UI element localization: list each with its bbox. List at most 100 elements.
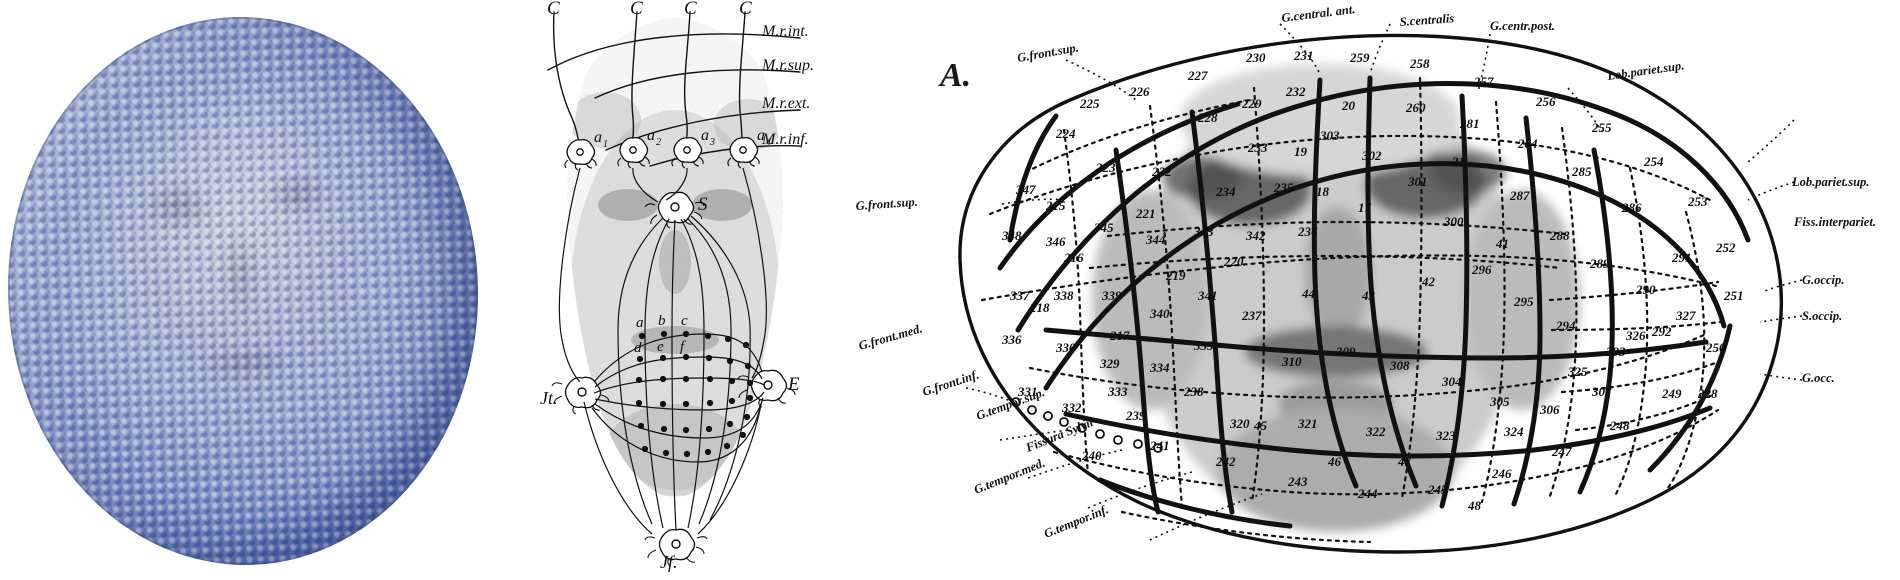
field-number: 218 (1029, 300, 1050, 315)
label-nucleus-a4: a 4 (757, 127, 771, 148)
label-nerve-C-1: C (547, 0, 560, 19)
svg-text:2: 2 (656, 137, 661, 148)
label-g-central-ant: G.central. ant. (1281, 2, 1356, 25)
field-number: 330 (1055, 340, 1076, 355)
field-number-labels: 215 216 217 218 219 220 221 222 223 224 … (1001, 48, 1744, 513)
field-number: 247 (1551, 444, 1572, 459)
field-number: 284 (1517, 136, 1538, 151)
field-number: 287 (1509, 188, 1530, 203)
field-number: 240 (1081, 448, 1102, 463)
field-number: 224 (1055, 126, 1076, 141)
field-number: 236 (1297, 224, 1318, 239)
label-muscle-r-int: M.r.int. (761, 23, 809, 40)
field-number: 251 (1723, 288, 1744, 303)
field-number: 233 (1247, 140, 1268, 155)
field-number: 223 (1095, 160, 1116, 175)
label-node-S: S (698, 194, 708, 215)
field-number: 340 (1149, 306, 1170, 321)
field-number: 221 (1135, 206, 1156, 221)
field-number: 256 (1535, 94, 1556, 109)
label-g-occ: G.occ. (1802, 371, 1835, 385)
label-g-occip: G.occip. (1802, 273, 1844, 287)
label-lob-pariet-sup-1: Lob.pariet.sup. (1605, 58, 1685, 83)
field-number: 323 (1435, 428, 1456, 443)
label-g-front-sup-top: G.front.sup. (1016, 40, 1080, 65)
field-number: 243 (1287, 474, 1308, 489)
grid-intersection-dots (635, 330, 754, 458)
field-number: 331 (1017, 384, 1038, 399)
compound-eye-image (0, 5, 500, 575)
svg-text:3: 3 (709, 137, 715, 148)
nucleus-rosettes (564, 136, 760, 171)
field-number: 226 (1129, 84, 1150, 99)
field-number: 259 (1349, 50, 1370, 65)
field-number: 249 (1661, 386, 1682, 401)
field-number: 310 (1281, 354, 1302, 369)
label-muscle-r-inf: M.r.inf. (761, 131, 809, 148)
field-number: 324 (1503, 424, 1524, 439)
label-g-front-med: G.front.med. (857, 321, 924, 353)
field-number: 325 (1567, 364, 1588, 379)
field-number: 228 (1197, 110, 1218, 125)
field-number: 327 (1675, 308, 1696, 323)
label-node-Jf: Jf. (660, 552, 678, 572)
ommatidia-highlights (0, 8, 488, 574)
field-number: 300 (1443, 214, 1464, 229)
field-number: 46 (1327, 454, 1342, 469)
label-s-occip: S.occip. (1802, 309, 1842, 323)
nerve-pathways (547, 11, 801, 167)
field-number: 346 (1045, 234, 1066, 249)
field-number: 45 (1253, 418, 1268, 433)
field-number: 308 (1389, 358, 1410, 373)
label-muscle-r-ext: M.r.ext. (761, 95, 810, 112)
label-grid-d: d (634, 340, 642, 356)
field-number: 307 (1591, 384, 1612, 399)
field-number: 248 (1609, 418, 1630, 433)
node-Jt-rosette (551, 376, 610, 415)
label-nerve-C-3: C (684, 0, 697, 19)
field-number: 320 (1229, 416, 1250, 431)
field-number: 231 (1293, 48, 1314, 63)
svg-text:a: a (757, 127, 765, 144)
field-number: 281 (1459, 116, 1480, 131)
field-number: 306 (1539, 402, 1560, 417)
field-number: 238 (1183, 384, 1204, 399)
label-nucleus-a2: a 2 (647, 127, 661, 148)
scheme-svg: C C C C M.r.int. M.r.sup. M.r.ext. M.r.i… (540, 0, 814, 572)
field-number: 288 (1549, 228, 1570, 243)
field-number: 304 (1441, 374, 1462, 389)
field-number: 322 (1365, 424, 1386, 439)
halftone-face-background (566, 18, 784, 498)
panel-letter-A: A. (938, 57, 971, 94)
field-number: 17 (1358, 200, 1372, 215)
panel-compound-eye (0, 0, 500, 580)
label-node-E: E (787, 374, 800, 395)
label-nucleus-a3: a 3 (701, 127, 715, 148)
svg-text:a: a (594, 129, 602, 146)
field-number: 293 (1605, 344, 1626, 359)
field-number: 20 (1341, 98, 1356, 113)
field-number: 41 (1495, 236, 1509, 251)
field-number: 341 (1197, 288, 1218, 303)
field-number: 254 (1643, 154, 1664, 169)
field-number: 43 (1361, 288, 1376, 303)
field-boundaries-dotted (980, 76, 1722, 544)
field-number: 286 (1621, 200, 1642, 215)
field-number: 19 (1294, 144, 1308, 159)
field-number: 294 (1555, 318, 1576, 333)
field-number: 252 (1715, 240, 1736, 255)
field-number: 18 (1316, 184, 1330, 199)
label-s-centralis: S.centralis (1399, 11, 1455, 29)
label-nerve-C-2: C (630, 0, 643, 19)
eye-sphere (0, 8, 488, 574)
field-number: 291 (1671, 250, 1692, 265)
field-number: 334 (1149, 360, 1170, 375)
field-number: 229 (1241, 96, 1262, 111)
field-number: 290 (1635, 282, 1656, 297)
field-number: 244 (1357, 486, 1378, 501)
field-number: 326 (1625, 328, 1646, 343)
label-g-front-sup-left: G.front.sup. (855, 195, 918, 213)
field-number: 305 (1489, 394, 1510, 409)
panel-eye-muscle-scheme: C C C C M.r.int. M.r.sup. M.r.ext. M.r.i… (500, 0, 850, 580)
